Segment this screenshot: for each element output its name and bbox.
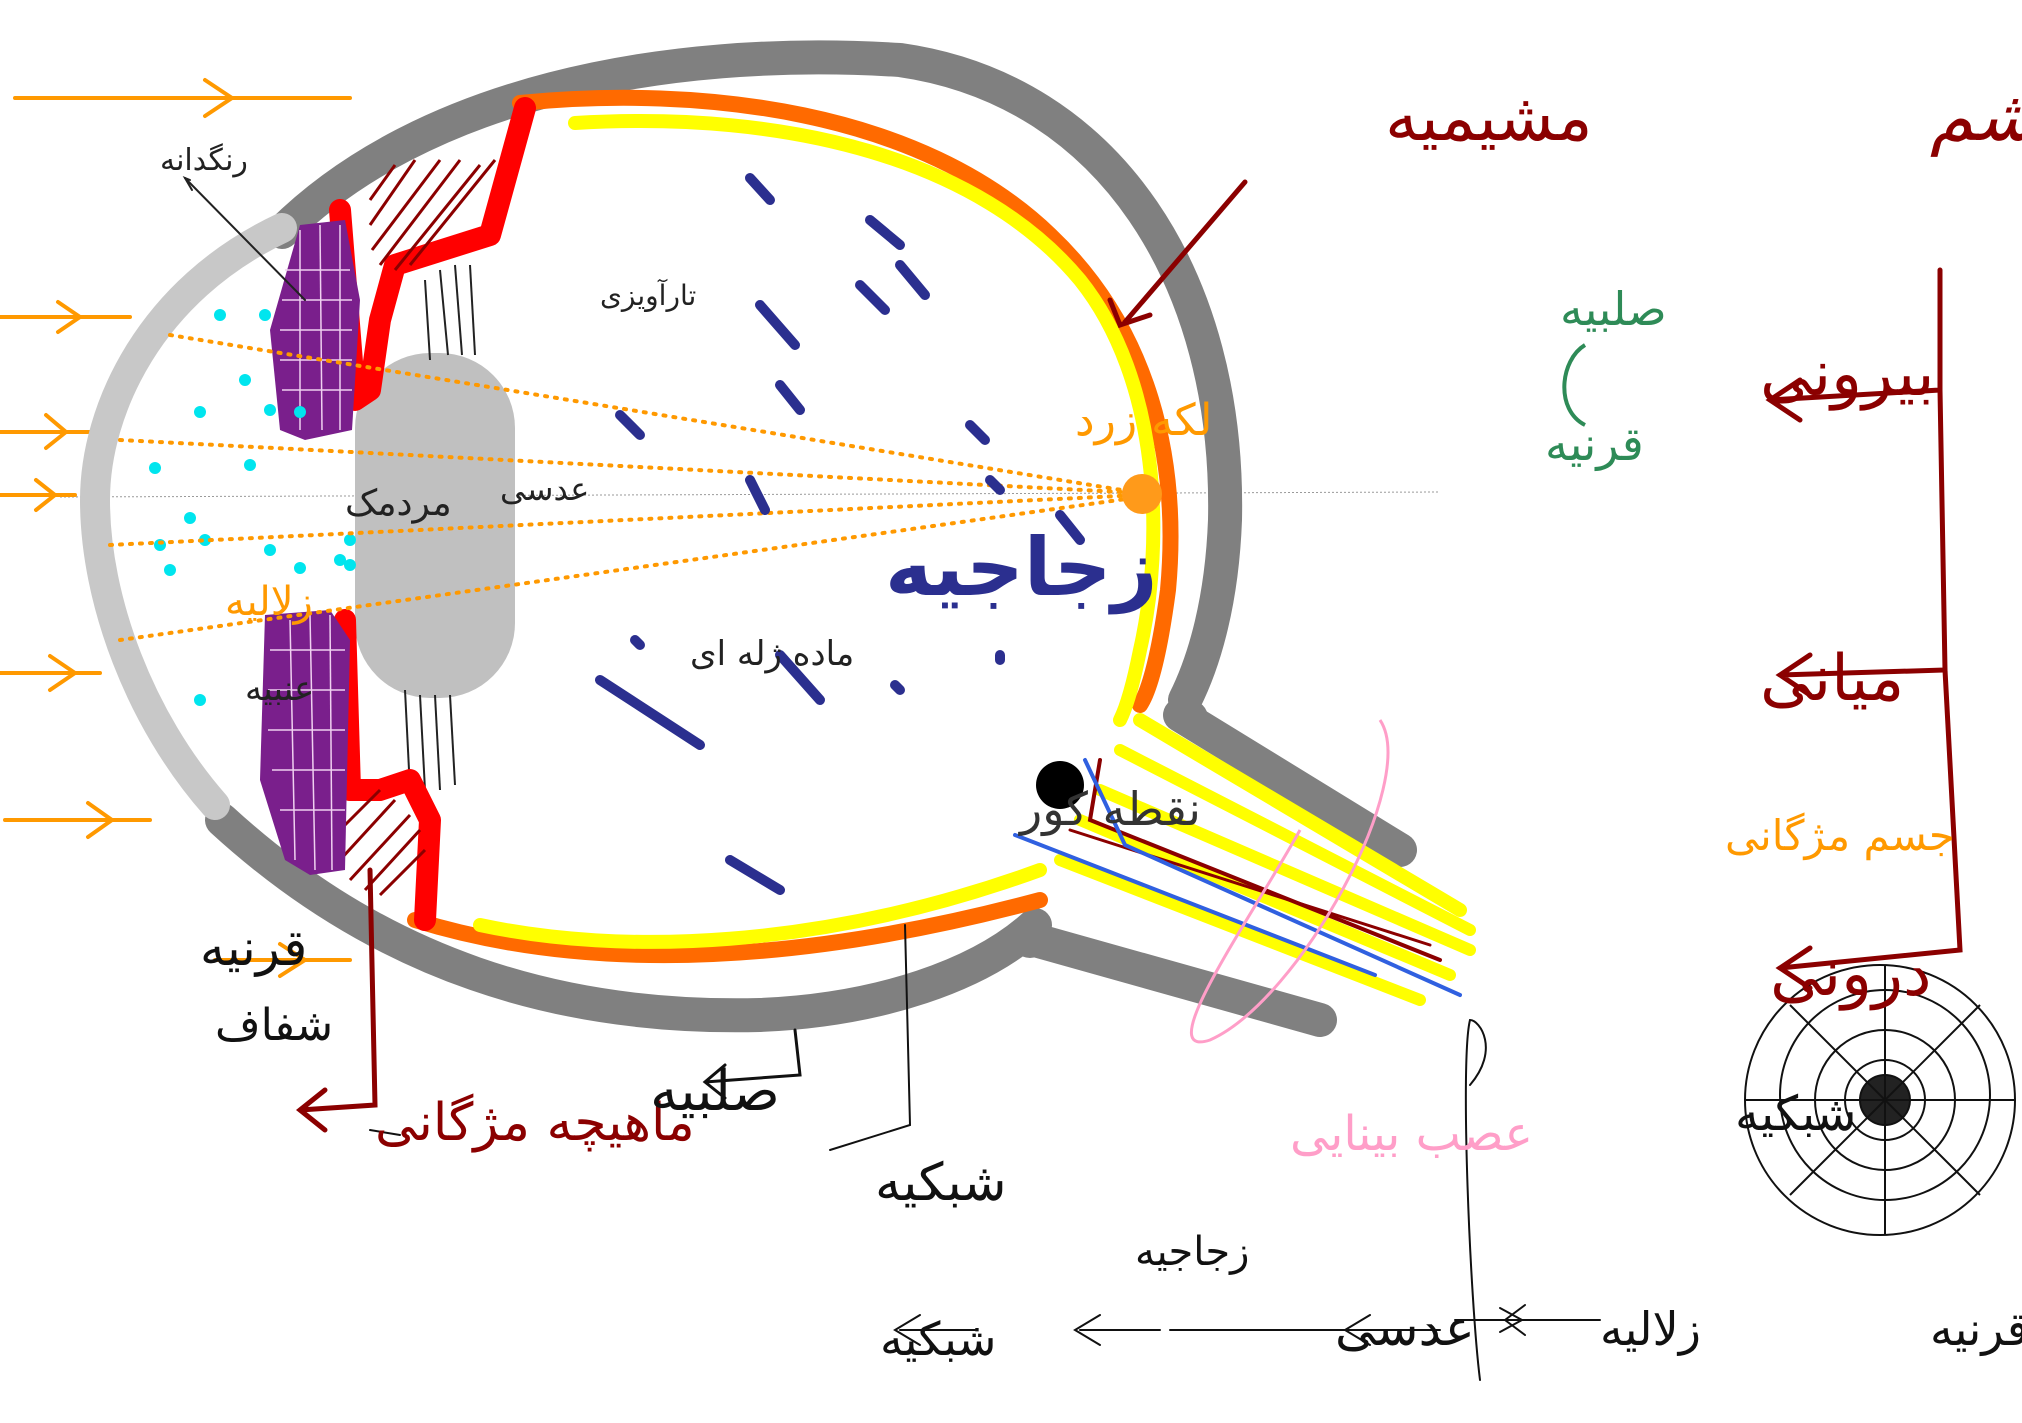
diagram-title: لایه های کره چشم [1930,75,2022,158]
ciliary-muscle-label: ماهیچه مژگانی [375,1093,695,1153]
outer-parts-brace [1562,343,1587,427]
transparent-note-label: شفاف [215,1000,333,1051]
layer-middle-label: میانی [1760,642,1904,716]
annotation-arrows [182,175,1963,1381]
choroid [407,89,1179,964]
lens [355,353,515,698]
light-path-step-1: قرنیه [1930,1302,2022,1357]
ligaments-label: تارآویزی [600,279,696,312]
retina [473,114,1476,1006]
retina-inner-label: شبکیه [1735,1086,1856,1142]
optic-nerve-loop [1189,719,1390,1044]
vitreous-label: زجاجیه [885,521,1158,615]
vitreous-note-label: ماده ژله ای [690,634,854,674]
cornea [79,213,297,820]
aqueous-dots [149,309,356,706]
light-path-step-5: شبکیه [880,1312,996,1366]
layer-outer-label: بیرونی [1760,337,1935,411]
blind-spot [1036,761,1084,809]
retina-label: شبکیه [875,1153,1007,1213]
outer-part-cornea-label: قرنیه [1545,417,1644,472]
outer-part-sclera-label: صلبیه [1560,282,1667,336]
optic-nerve-vessels [1013,758,1462,997]
sclera-label: صلبیه [650,1059,780,1124]
yellow-spot-label: لکه زرد [1075,395,1212,446]
ciliary-muscle-hatching [338,159,497,897]
light-rays-incoming [0,78,352,978]
eye-front-view-sketch [1744,964,2016,1236]
aqueous-label: زلالیه [225,579,313,625]
choroid-label: مشیمیه [1385,79,1593,156]
light-path: قرنیه زلالیه عدسی زجاجیه شبکیه [880,1229,2022,1366]
layer-middle-parts-label: جسم مژگانی [1725,811,1955,861]
focusing-rays [108,333,1142,642]
light-path-step-2: زلالیه [1600,1302,1701,1356]
ciliary-body [329,97,536,931]
iris [260,220,360,875]
light-path-step-4: زجاجیه [1135,1229,1249,1275]
sclera [205,40,1417,1037]
layer-inner-label: درونی [1770,937,1931,1011]
blind-spot-label: نقطه کور [1018,782,1201,837]
cornea-label: قرنیه [200,919,307,977]
pupil-label: مردمک [345,483,452,524]
lens-label: عدسی [500,470,589,508]
iris-label: عنبیه [245,669,314,709]
optic-nerve-label: عصب بینایی [1290,1106,1533,1162]
vitreous-dashes [595,173,1085,895]
pigment-label: رنگدانه [160,143,248,178]
light-path-step-3: عدسی [1335,1299,1475,1357]
yellow-spot [1122,474,1162,514]
